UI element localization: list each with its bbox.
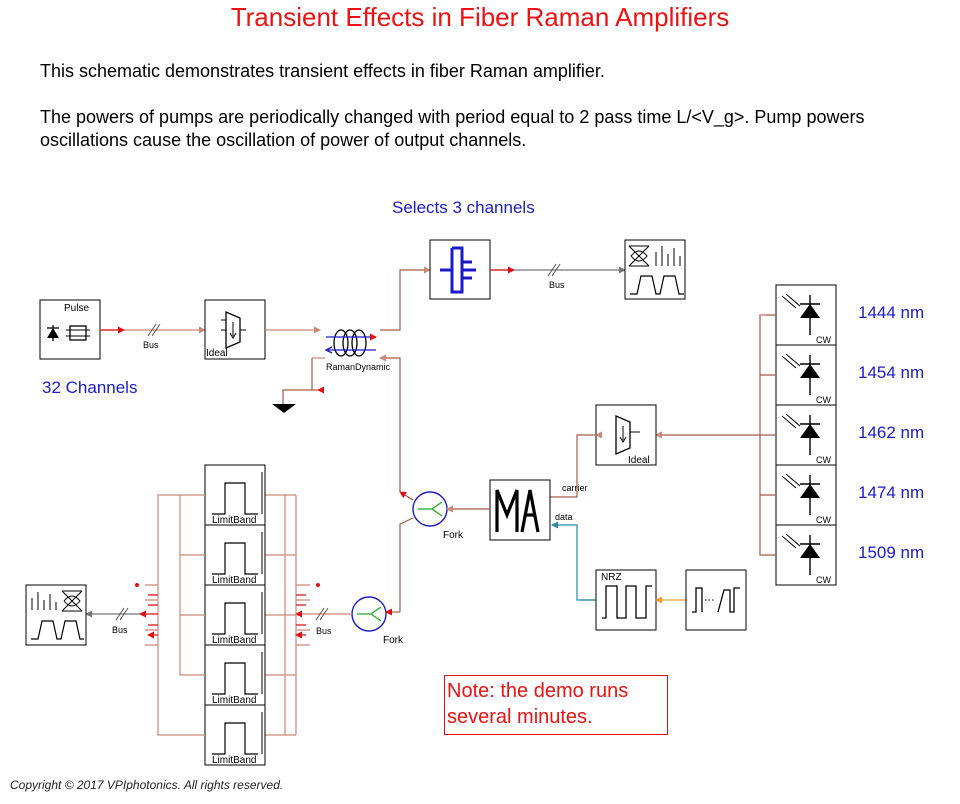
cw-label-3: CW — [816, 455, 831, 465]
fork-bottom[interactable]: Fork — [351, 596, 404, 646]
pump-wavelength-2: 1454 nm — [858, 363, 924, 382]
selects-channels-label: Selects 3 channels — [392, 198, 535, 217]
pump-cw-1462[interactable]: CW — [775, 404, 837, 466]
bus-label-2: Bus — [549, 280, 565, 290]
data-source-block[interactable] — [685, 569, 747, 631]
cw-label-2: CW — [816, 395, 831, 405]
pump-modulator-block[interactable]: carrier data — [489, 479, 588, 541]
nrz-waveform-icon — [602, 585, 652, 619]
pulse-label: Pulse — [64, 303, 89, 314]
ideal-label-2: Ideal — [628, 455, 650, 466]
copyright: Copyright © 2017 VPIphotonics. All right… — [10, 778, 284, 792]
cw-label-5: CW — [816, 575, 831, 585]
limitband-filter-3[interactable]: LimitBand — [204, 584, 266, 646]
limitband-label-3: LimitBand — [212, 635, 256, 646]
note-box: Note: the demo runs several minutes. — [444, 675, 668, 735]
analyzer-icon — [31, 590, 84, 640]
description-line-2: The powers of pumps are periodically cha… — [40, 107, 865, 150]
demux-icon — [440, 246, 476, 294]
data-label: data — [555, 512, 573, 522]
laser-diode-icon — [47, 325, 59, 341]
pulse-source-block[interactable]: Pulse — [39, 299, 101, 360]
ground-terminator-icon — [272, 404, 296, 413]
pump-wavelength-4: 1474 nm — [858, 483, 924, 502]
nrz-label: NRZ — [601, 572, 622, 583]
raman-fiber-block[interactable]: RamanDynamic — [324, 329, 391, 372]
pump-cw-1474[interactable]: CW — [775, 464, 837, 526]
ideal-filter-block[interactable]: Ideal — [204, 299, 266, 360]
modulator-symbol-icon — [495, 489, 540, 533]
limitband-label-4: LimitBand — [212, 695, 256, 706]
pump-mux-block[interactable]: Ideal — [595, 404, 657, 466]
pump-wavelength-3: 1462 nm — [858, 423, 924, 442]
limitband-filter-1[interactable]: LimitBand — [204, 464, 266, 526]
channel-selector-block[interactable] — [429, 239, 491, 300]
carrier-label: carrier — [562, 483, 588, 493]
fork-top[interactable]: Fork — [412, 491, 464, 541]
cw-label-4: CW — [816, 515, 831, 525]
bus-label-4: Bus — [112, 625, 128, 635]
fork-label-2: Fork — [383, 635, 404, 646]
limitband-label-1: LimitBand — [212, 515, 256, 526]
pump-cw-1509[interactable]: CW — [775, 524, 837, 586]
mux-icon — [221, 311, 246, 349]
description-line-1: This schematic demonstrates transient ef… — [40, 61, 605, 81]
ideal-label-1: Ideal — [206, 348, 228, 359]
spectrum-analyzer-top[interactable] — [624, 239, 686, 300]
pump-wavelength-1: 1444 nm — [858, 303, 924, 322]
bit-sequence-icon — [692, 587, 740, 613]
bus-label-1: Bus — [143, 340, 159, 350]
modulator-icon — [66, 325, 90, 341]
mux-icon — [615, 415, 640, 455]
fork-label-1: Fork — [443, 530, 464, 541]
pump-wavelength-5: 1509 nm — [858, 543, 924, 562]
raman-label: RamanDynamic — [326, 362, 391, 372]
page-title: Transient Effects in Fiber Raman Amplifi… — [230, 2, 730, 32]
limitband-filter-2[interactable]: LimitBand — [204, 524, 266, 586]
description: This schematic demonstrates transient ef… — [40, 60, 900, 175]
analyzer-icon — [628, 245, 684, 295]
spectrum-analyzer-bottom[interactable] — [25, 584, 87, 646]
pump-cw-1454[interactable]: CW — [775, 344, 837, 406]
cw-label-1: CW — [816, 335, 831, 345]
channels-label: 32 Channels — [42, 378, 137, 397]
fiber-coil-icon — [324, 329, 377, 357]
limitband-filter-5[interactable]: LimitBand — [204, 704, 266, 766]
bus-label-3: Bus — [316, 626, 332, 636]
limitband-filter-4[interactable]: LimitBand — [204, 644, 266, 706]
limitband-label-2: LimitBand — [212, 575, 256, 586]
nrz-coder-block[interactable]: NRZ — [595, 569, 657, 631]
pump-cw-1444[interactable]: CW — [775, 284, 837, 346]
limitband-label-5: LimitBand — [212, 755, 256, 766]
